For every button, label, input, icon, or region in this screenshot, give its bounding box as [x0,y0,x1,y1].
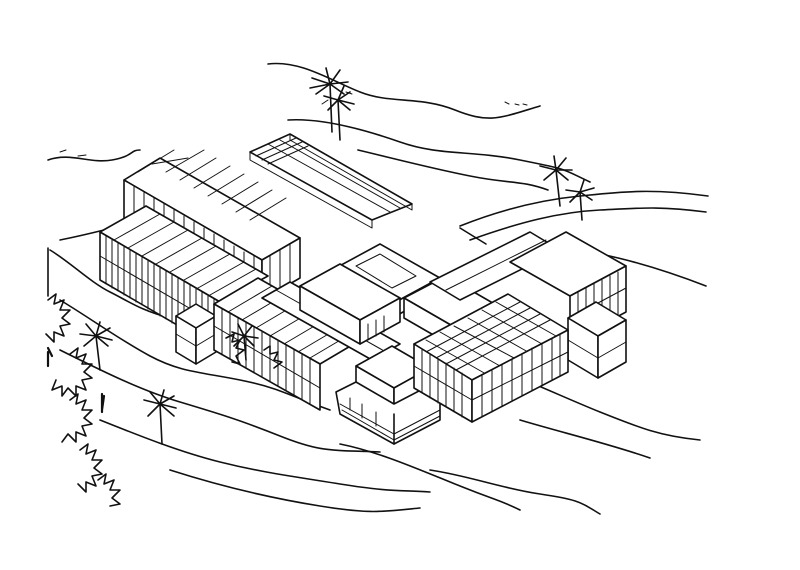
shrubs-central [225,333,283,369]
palm-tree-east [539,155,595,221]
palm-trees [45,67,595,507]
west-pavilion [175,303,217,365]
palm-tree-west [79,321,259,445]
terraced-steps [249,133,487,245]
palm-tree-north [309,67,355,141]
shrubs-west-slope [45,293,121,507]
east-wing [413,231,627,423]
